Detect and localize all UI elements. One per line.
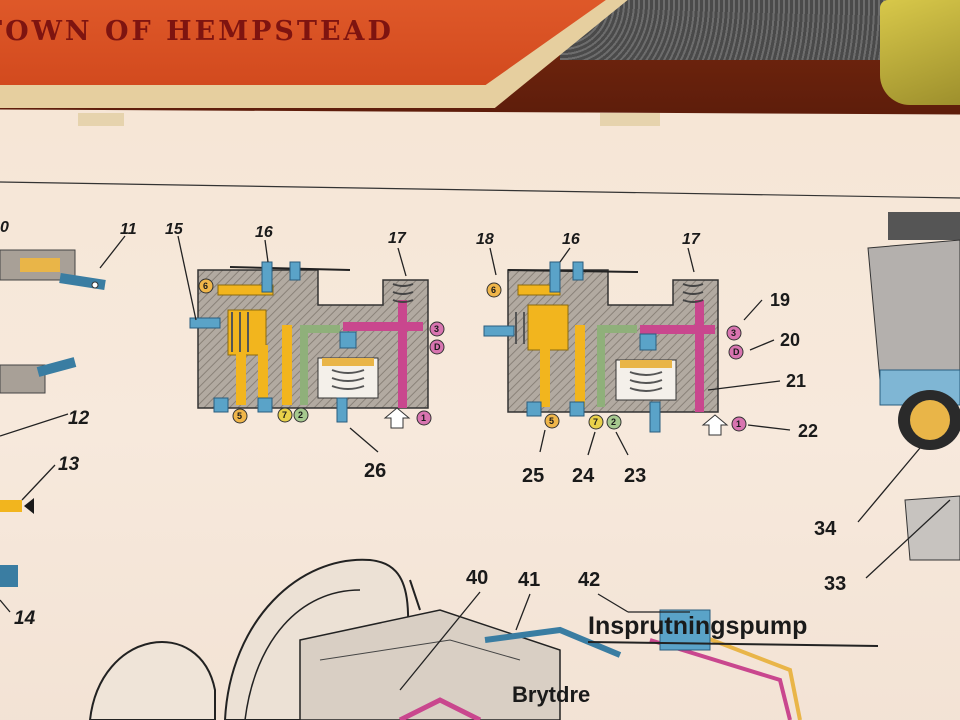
badge-2-left: 2 <box>298 410 303 420</box>
callout-labels: 0 11 12 13 14 15 16 17 26 18 16 17 19 20… <box>0 219 846 629</box>
callout-17-right: 17 <box>682 231 701 248</box>
engine-illustration <box>88 558 802 720</box>
callout-42: 42 <box>578 569 600 591</box>
callout-17-left: 17 <box>388 230 407 247</box>
sign-text: TOWN OF HEMPSTEAD <box>0 16 394 47</box>
tape-strip <box>600 113 660 126</box>
badge-1-left: 1 <box>421 413 426 423</box>
leader-lines <box>0 235 951 691</box>
callout-16-right: 16 <box>562 231 580 248</box>
callout-21: 21 <box>786 371 806 391</box>
callout-19: 19 <box>770 290 790 310</box>
poster-title: Insprutningspump <box>588 612 807 640</box>
callout-15: 15 <box>165 221 184 238</box>
title-underline <box>587 641 879 647</box>
badge-3-right: 3 <box>731 328 736 338</box>
right-valve-diagram <box>483 261 729 436</box>
badge-5-right: 5 <box>549 416 554 426</box>
callout-34: 34 <box>814 518 837 540</box>
callout-23: 23 <box>624 465 646 487</box>
left-partial-diagram <box>0 249 106 587</box>
callout-26: 26 <box>364 460 386 482</box>
badge-6-right: 6 <box>491 285 496 295</box>
callout-33: 33 <box>824 573 846 595</box>
poster-subtitle: Brytdre <box>512 682 590 707</box>
callout-14: 14 <box>14 608 36 629</box>
callout-25: 25 <box>522 465 544 487</box>
left-badges: 6 3 D 5 7 2 1 <box>198 278 445 426</box>
callout-41: 41 <box>518 569 540 591</box>
badge-7-left: 7 <box>282 410 287 420</box>
right-badges: 6 3 D 5 7 2 1 <box>486 282 747 432</box>
right-partial-diagram <box>867 212 960 561</box>
left-valve-diagram <box>189 261 429 429</box>
callout-16-left: 16 <box>255 224 273 241</box>
badge-d-right: D <box>733 347 740 357</box>
badge-5-left: 5 <box>237 411 242 421</box>
callout-18: 18 <box>476 231 494 248</box>
callout-13: 13 <box>58 454 80 475</box>
badge-7-right: 7 <box>593 417 598 427</box>
callout-12: 12 <box>68 408 90 429</box>
badge-3-left: 3 <box>434 324 439 334</box>
border-line <box>0 181 960 199</box>
tape-strip <box>78 113 124 126</box>
badge-1-right: 1 <box>736 419 741 429</box>
callout-40: 40 <box>466 567 488 589</box>
callout-11: 11 <box>120 221 137 238</box>
badge-6-left: 6 <box>203 281 208 291</box>
callout-20: 20 <box>780 330 800 350</box>
callout-24: 24 <box>572 465 595 487</box>
callout-10: 0 <box>0 219 9 236</box>
badge-d-left: D <box>434 342 441 352</box>
callout-22: 22 <box>798 421 818 441</box>
yellow-object <box>880 0 960 105</box>
badge-2-right: 2 <box>611 417 616 427</box>
